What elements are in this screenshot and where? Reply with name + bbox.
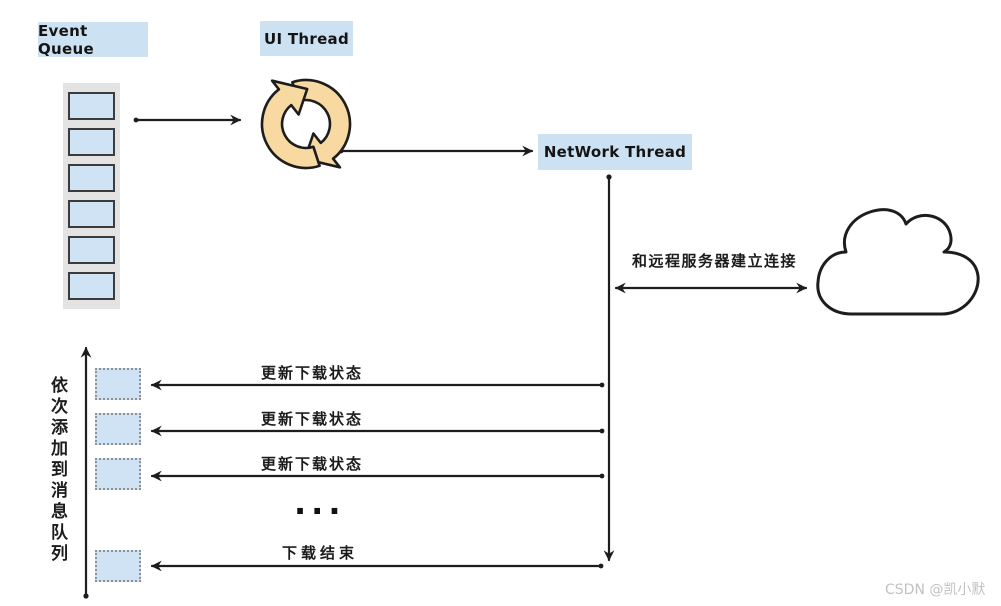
queue-slot xyxy=(68,236,115,264)
queue-slot xyxy=(68,92,115,120)
message-box xyxy=(95,413,141,445)
network-thread-lifeline xyxy=(603,174,615,562)
network-thread-label: NetWork Thread xyxy=(538,134,692,170)
edge-label-update-status-2: 更新下载状态 xyxy=(260,410,363,428)
watermark: CSDN @凯小默 xyxy=(885,582,986,598)
event-queue-container xyxy=(63,83,120,309)
arrow-queue-to-ui-thread xyxy=(133,114,242,126)
sync-loop-icon xyxy=(260,78,352,170)
edge-label-update-status-3: 更新下载状态 xyxy=(260,455,363,473)
queue-slot xyxy=(68,200,115,228)
message-box xyxy=(95,458,141,490)
message-queue-axis xyxy=(80,346,92,599)
edge-label-download-finish: 下载结束 xyxy=(281,544,358,562)
arrow-update-status-1 xyxy=(150,379,605,391)
message-box xyxy=(95,368,141,400)
arrow-update-status-3 xyxy=(150,470,605,482)
message-box xyxy=(95,550,141,582)
queue-slot xyxy=(68,128,115,156)
edge-label-update-status-1: 更新下载状态 xyxy=(260,364,363,382)
message-queue-boxes xyxy=(95,0,141,606)
ellipsis-text: ... xyxy=(294,484,346,522)
message-queue-caption: 依次添加到消息队列 xyxy=(47,376,67,565)
queue-slot xyxy=(68,164,115,192)
arrow-update-status-2 xyxy=(150,425,605,437)
arrow-download-finish xyxy=(150,560,604,572)
cloud-icon xyxy=(816,208,980,316)
ui-thread-label: UI Thread xyxy=(260,21,353,56)
arrow-ui-to-network-thread xyxy=(338,145,534,157)
edge-label-connect-remote: 和远程服务器建立连接 xyxy=(631,252,797,270)
queue-slot xyxy=(68,272,115,300)
event-queue-label: Event Queue xyxy=(38,22,148,58)
